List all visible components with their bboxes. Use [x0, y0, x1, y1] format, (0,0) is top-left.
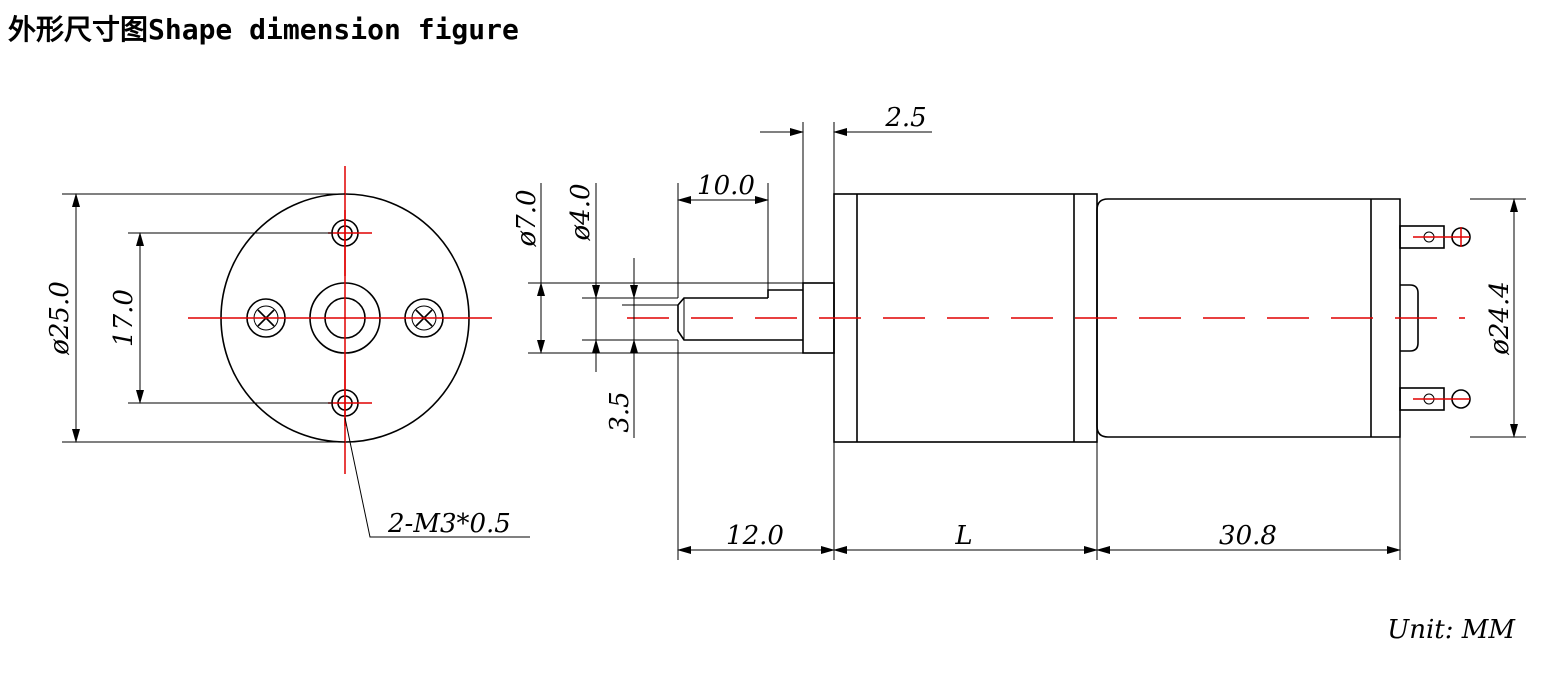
flat-depth-label: 3.5 [605, 391, 635, 432]
front-view: ø25.0 17.0 2-M3*0.5 [45, 166, 530, 539]
thread-spec-label: 2-M3*0.5 [387, 509, 511, 539]
hole-spacing-label: 17.0 [109, 289, 139, 347]
boss-diameter-label: ø7.0 [512, 189, 542, 247]
side-view: ø7.0 ø4.0 3.5 10.0 2.5 12.0 L 30 [512, 103, 1526, 560]
terminal-negative [1399, 387, 1471, 411]
terminal-positive [1399, 225, 1471, 249]
unit-label: Unit: MM [1387, 615, 1516, 645]
page-title: 外形尺寸图Shape dimension figure [8, 13, 519, 46]
flat-length-label: 10.0 [697, 171, 755, 201]
front-diameter-label: ø25.0 [45, 281, 75, 356]
shaft-diameter-label: ø4.0 [566, 183, 596, 241]
output-shaft [677, 297, 803, 341]
gearbox-length-label: L [954, 521, 972, 551]
motor-length-label: 30.8 [1219, 521, 1277, 551]
shaft-length-label: 12.0 [726, 521, 784, 551]
thread-leader-line [344, 417, 530, 538]
boss-length-label: 2.5 [884, 103, 926, 133]
motor-body [1096, 198, 1401, 438]
motor-diameter-label: ø24.4 [1485, 281, 1515, 356]
